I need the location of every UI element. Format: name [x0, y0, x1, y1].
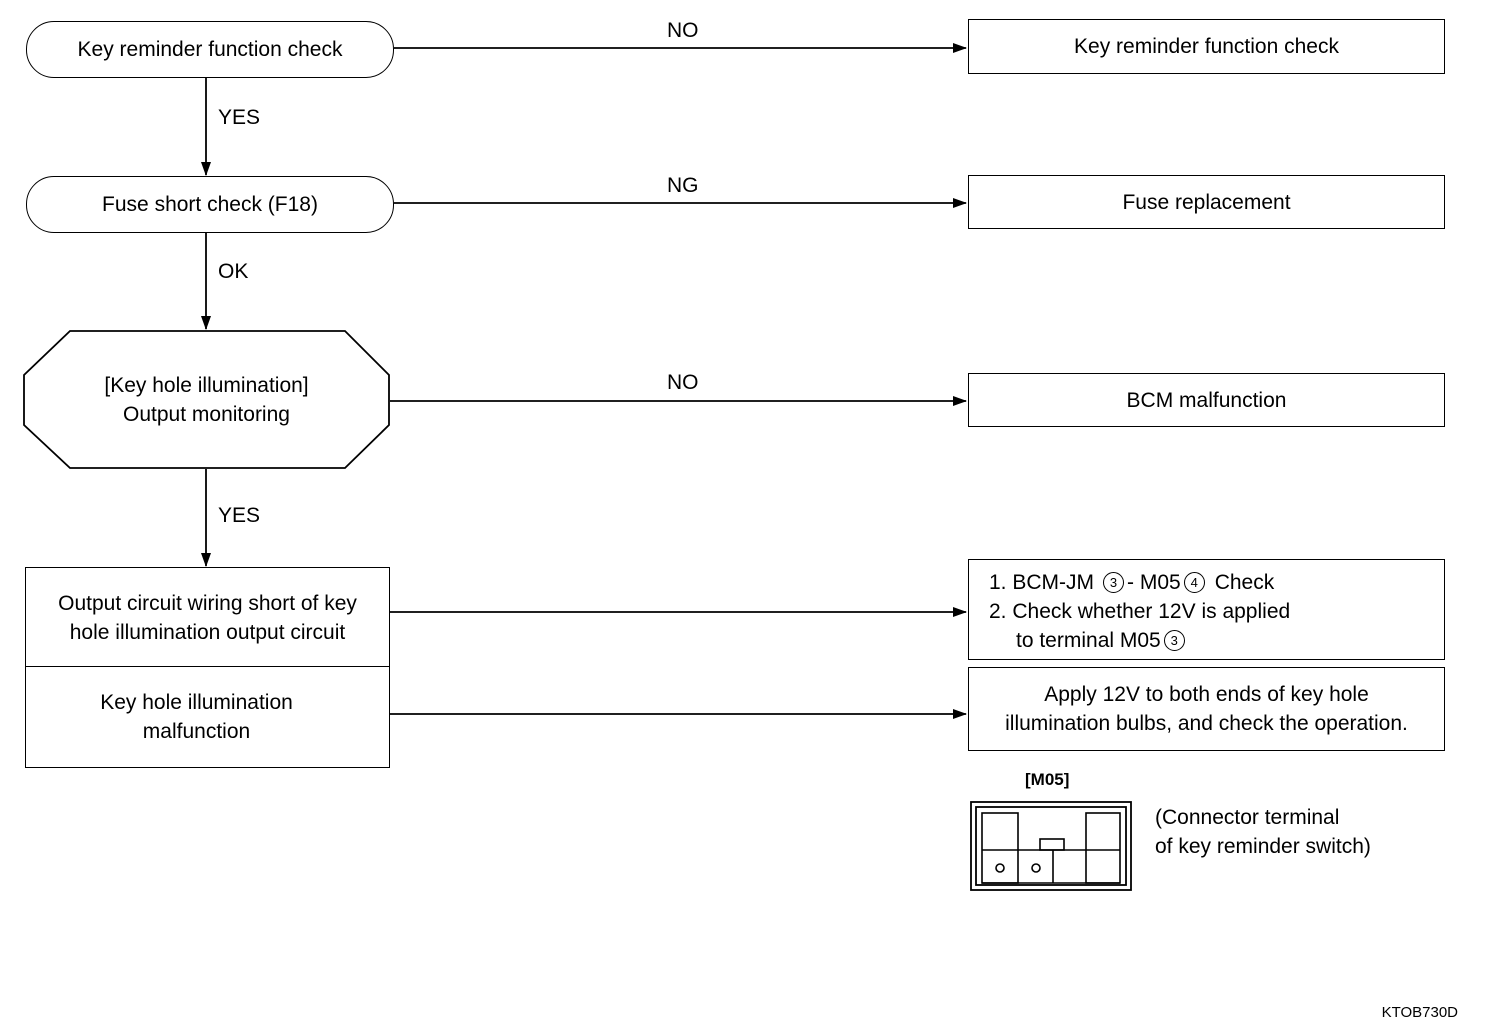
- connector-label: [M05]: [1025, 770, 1070, 789]
- result-1-text: Key reminder function check: [1074, 35, 1339, 58]
- monitor-octagon-shape: [23, 330, 390, 469]
- connector-lock-tab: [1039, 838, 1065, 851]
- monitor-line-1: [Key hole illumination]: [104, 373, 309, 397]
- wiring-line-1: Output circuit wiring short of key: [58, 591, 357, 615]
- circled-3-icon: 3: [1103, 572, 1124, 593]
- start-node-text: Key reminder function check: [77, 38, 343, 61]
- connector-m05-drawing: [970, 801, 1132, 891]
- bulb-line-1: Key hole illumination: [100, 691, 293, 714]
- connector-desc-line-1: (Connector terminal: [1155, 806, 1340, 829]
- r4-line-1-a: 1. BCM-JM: [989, 571, 1094, 594]
- edge-label-no-1: NO: [667, 19, 699, 42]
- r5-line-2: illumination bulbs, and check the operat…: [1005, 712, 1408, 735]
- connector-desc-line-2: of key reminder switch): [1155, 835, 1371, 858]
- edge-label-ok: OK: [218, 260, 249, 283]
- circled-3-icon: 3: [1163, 630, 1185, 651]
- r4-line-1-b: - M05: [1127, 571, 1181, 594]
- monitor-line-2: Output monitoring: [123, 402, 290, 426]
- r4-line-3-a: to terminal M05: [1016, 629, 1161, 652]
- r5-line-1: Apply 12V to both ends of key hole: [1044, 683, 1369, 706]
- result-apply-12v: Apply 12V to both ends of key hole illum…: [968, 667, 1445, 751]
- bulb-line-2: malfunction: [142, 720, 251, 743]
- start-node: Key reminder function check: [26, 21, 394, 78]
- edge-label-yes-1: YES: [218, 106, 261, 129]
- terminal-pin-1: [995, 863, 1005, 873]
- r4-line-2: 2. Check whether 12V is applied: [989, 600, 1291, 623]
- monitor-node: [Key hole illumination] Output monitorin…: [24, 331, 389, 468]
- fuse-check-node: Fuse short check (F18): [26, 176, 394, 233]
- result-2-text: Fuse replacement: [1122, 190, 1291, 214]
- fuse-check-text: Fuse short check (F18): [102, 193, 318, 216]
- edge-label-no-2: NO: [667, 371, 699, 394]
- result-key-reminder-check: Key reminder function check: [968, 19, 1445, 74]
- connector-inner-frame: [975, 806, 1127, 886]
- wiring-short-node: Output circuit wiring short of key hole …: [25, 567, 390, 668]
- result-bcm-malfunction: BCM malfunction: [968, 373, 1445, 427]
- result-3-text: BCM malfunction: [1126, 388, 1287, 412]
- wiring-line-2: hole illumination output circuit: [69, 620, 346, 644]
- r4-line-1-d: Check: [1214, 571, 1275, 594]
- edge-label-ng: NG: [667, 174, 699, 197]
- circled-4-icon: 4: [1183, 572, 1205, 593]
- terminal-pin-2: [1031, 863, 1041, 873]
- figure-code: KTOB730D: [1381, 1004, 1458, 1021]
- bulb-malfunction-node: Key hole illumination malfunction: [25, 666, 390, 768]
- result-fuse-replacement: Fuse replacement: [968, 175, 1445, 229]
- edge-label-yes-2: YES: [218, 504, 261, 527]
